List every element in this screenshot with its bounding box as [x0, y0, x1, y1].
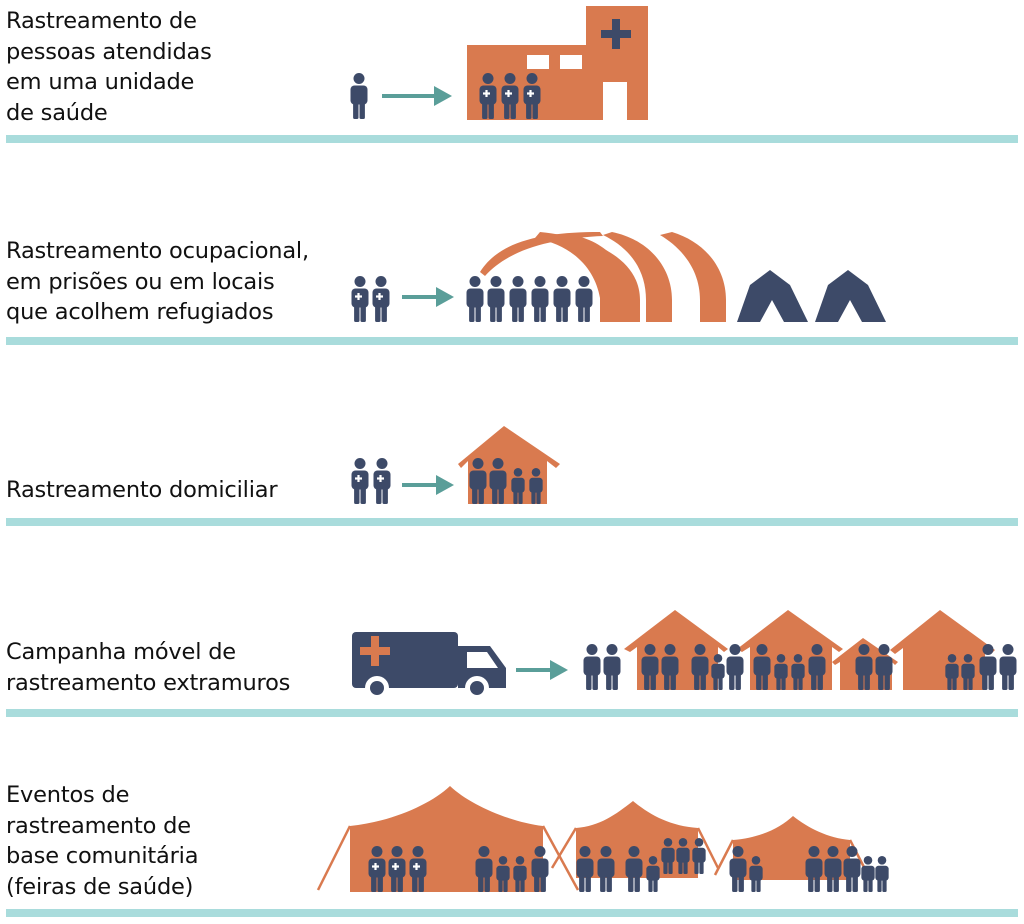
- health-worker-icon: [352, 458, 369, 504]
- person-icon: [532, 276, 549, 322]
- tent-icon: [815, 270, 886, 322]
- person-icon: [584, 644, 601, 690]
- arrow-icon: [382, 86, 452, 106]
- house-icon: [737, 610, 843, 690]
- person-icon: [510, 276, 527, 322]
- health-worker-icon: [373, 276, 390, 322]
- health-worker-icon: [352, 276, 369, 322]
- person-icon: [861, 856, 874, 892]
- person-icon: [554, 276, 571, 322]
- arrow-icon: [402, 287, 454, 307]
- house-icon: [624, 610, 728, 690]
- health-worker-icon: [374, 458, 391, 504]
- person-icon: [576, 276, 593, 322]
- ambulance-truck-icon: [352, 632, 506, 700]
- person-icon: [351, 73, 368, 119]
- person-icon: [1000, 644, 1017, 690]
- person-icon: [875, 856, 888, 892]
- house-icon: [890, 610, 995, 690]
- arrow-icon: [402, 475, 454, 495]
- person-icon: [604, 644, 621, 690]
- arrow-icon: [516, 660, 568, 680]
- people-layer: [351, 73, 1017, 892]
- tent-icon: [737, 270, 808, 322]
- person-icon: [488, 276, 505, 322]
- person-icon: [467, 276, 484, 322]
